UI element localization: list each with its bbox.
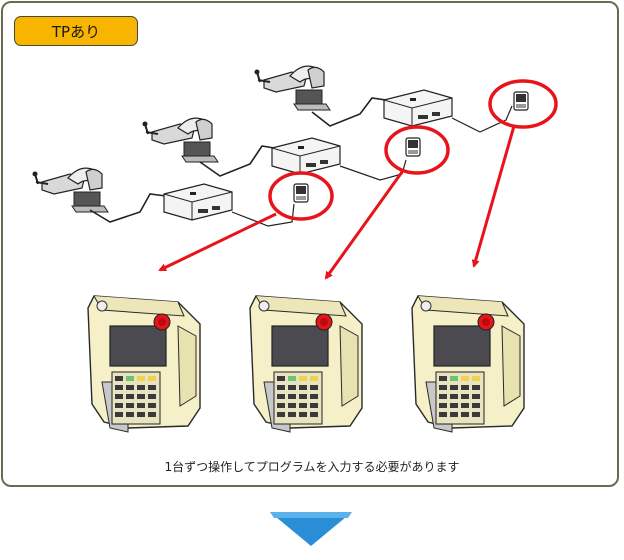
controller-box-icon bbox=[271, 137, 341, 175]
highlight-circle bbox=[384, 125, 450, 175]
teach-pendant-large bbox=[249, 295, 363, 433]
red-arrow-icon bbox=[471, 125, 516, 268]
robot-arm-icon bbox=[31, 167, 109, 213]
controller-box-icon bbox=[163, 183, 233, 221]
teach-pendant-icon bbox=[293, 183, 309, 203]
red-arrow-icon bbox=[324, 171, 404, 280]
teach-pendant-large bbox=[411, 295, 525, 433]
tp-badge: TPあり bbox=[14, 16, 138, 46]
controller-box-icon bbox=[383, 89, 453, 127]
tp-badge-label: TPあり bbox=[51, 22, 101, 41]
robot-arm-icon bbox=[141, 117, 219, 163]
teach-pendant-icon bbox=[513, 91, 529, 111]
highlight-circle bbox=[268, 171, 334, 221]
caption-text: 1台ずつ操作してプログラムを入力する必要があります bbox=[164, 460, 460, 474]
highlight-circle bbox=[488, 79, 558, 129]
red-arrow-icon bbox=[158, 212, 277, 272]
robot-arm-icon bbox=[253, 65, 331, 111]
teach-pendant-icon bbox=[405, 137, 421, 157]
teach-pendant-large bbox=[87, 295, 201, 433]
